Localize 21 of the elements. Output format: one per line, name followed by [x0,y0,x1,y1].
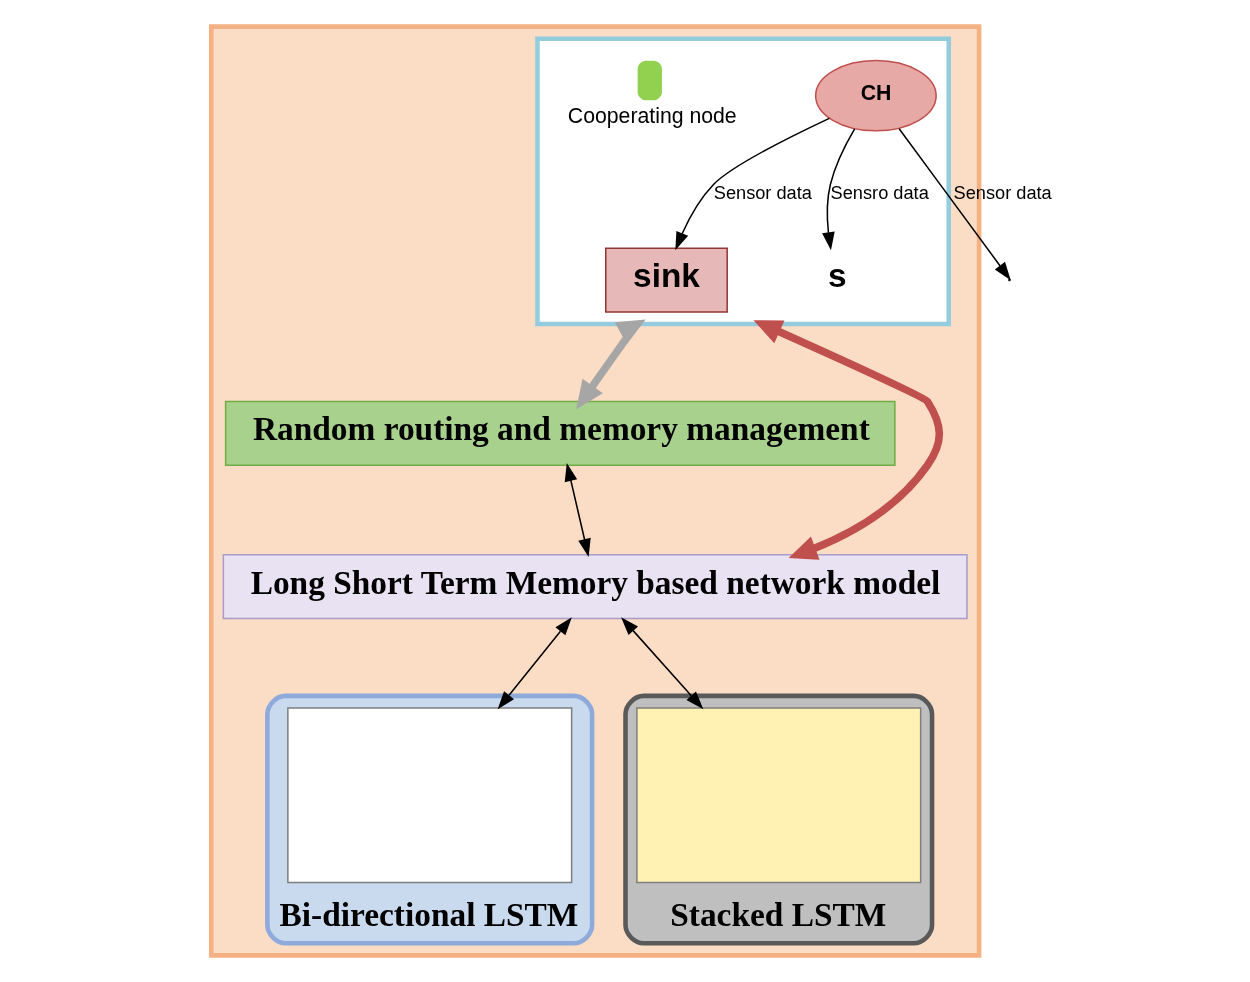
arrow [564,463,591,557]
node-box: Long Short Term Memory based network model [222,554,968,620]
arrow [620,617,703,710]
arrow [674,117,830,251]
cluster [534,36,951,327]
node-box: Random routing and memory management [224,400,896,466]
node-box: sink [604,247,728,313]
arrow [821,128,855,251]
arrow [575,319,646,410]
edge-label: Sensro data [830,183,929,204]
node-box [637,60,662,101]
node-ellipse: CH [814,59,937,132]
node-text: s [827,257,847,295]
arrow [752,320,943,560]
arrow [897,128,1011,281]
edge-label: Sensor data [713,183,812,204]
node-box [286,707,572,884]
edge-label: Sensor data [953,183,1052,204]
arrow [497,617,572,710]
node-label: Cooperating node [567,104,737,129]
node-box [635,707,921,884]
